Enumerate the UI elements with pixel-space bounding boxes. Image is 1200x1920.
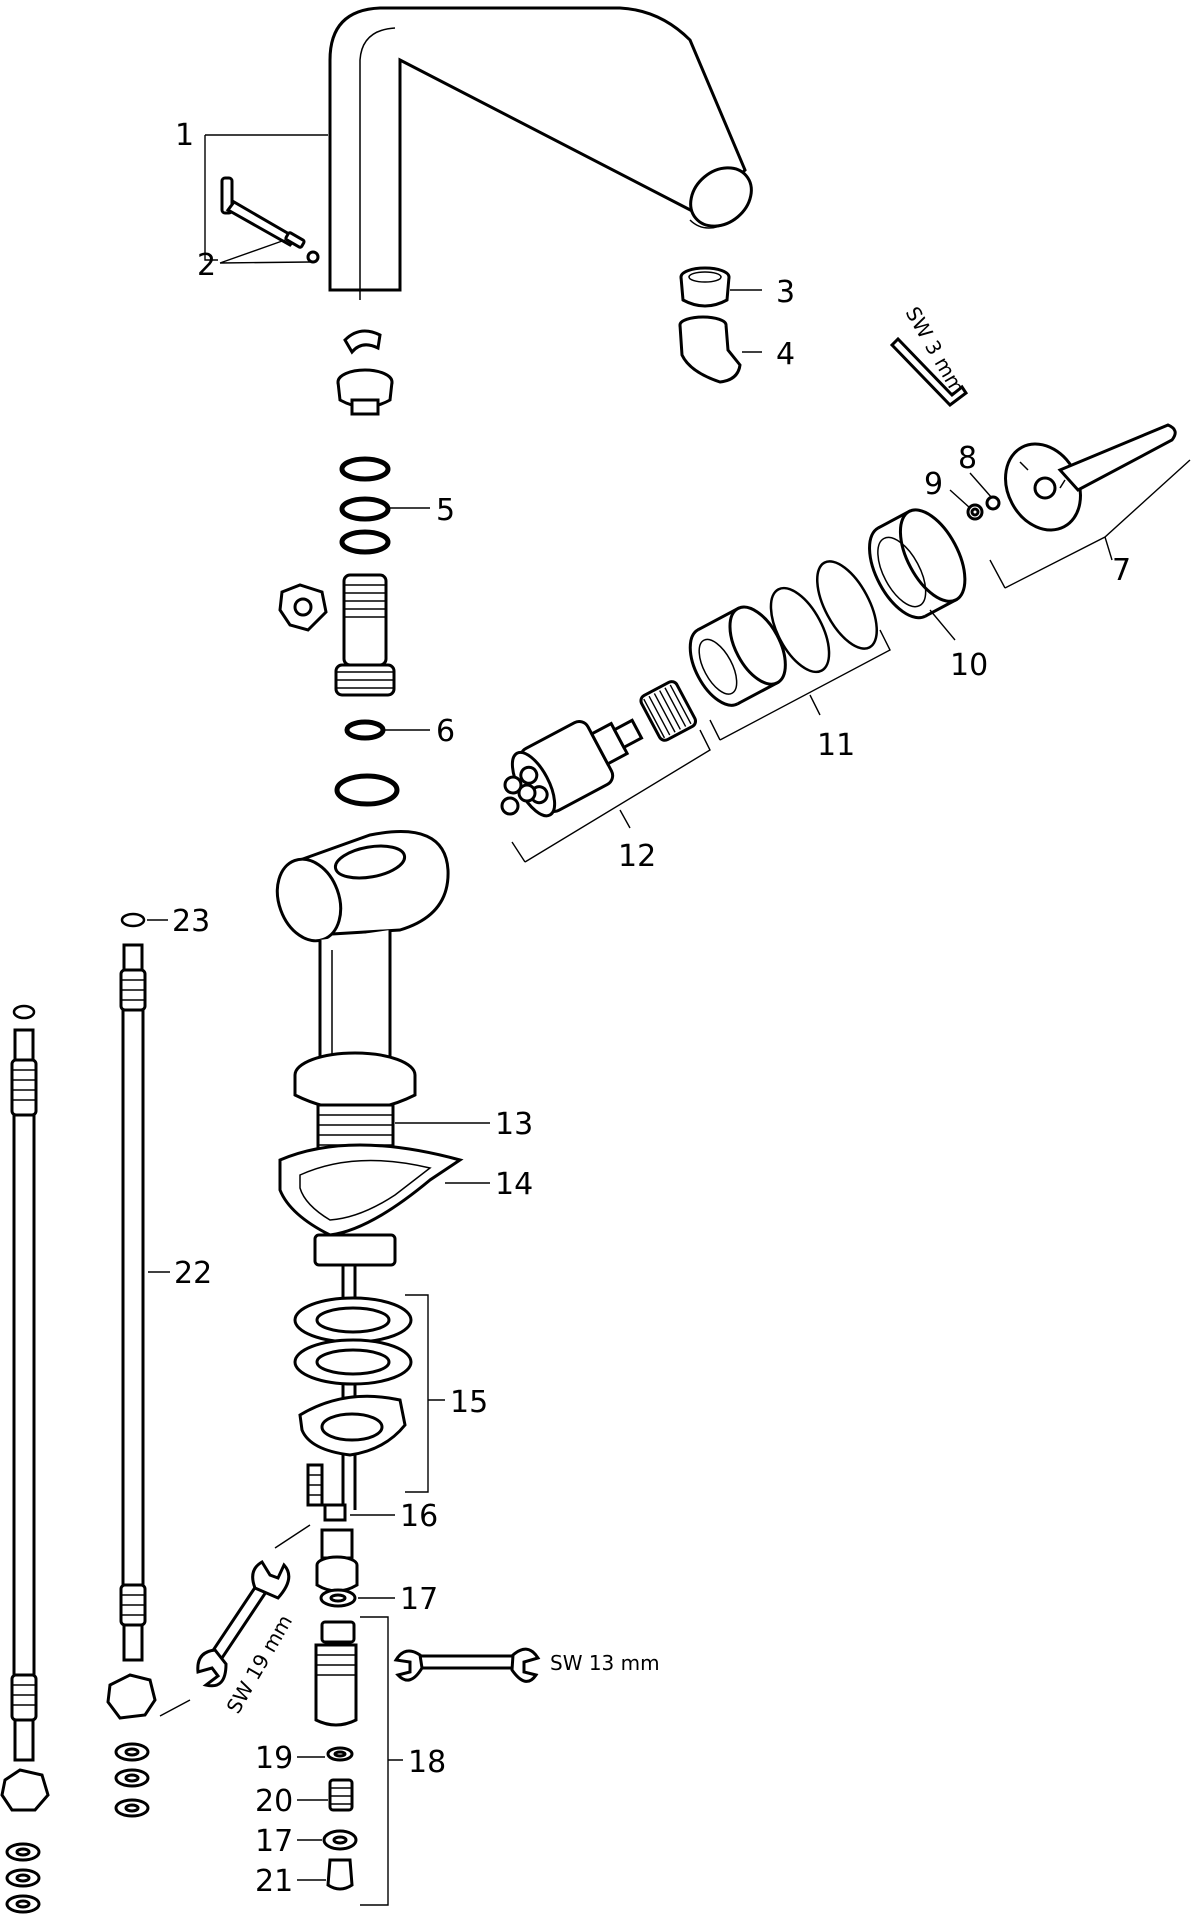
label-12: 12 bbox=[618, 839, 656, 874]
wrench-13mm-label: SW 13 mm bbox=[550, 1651, 660, 1675]
washers-left bbox=[5, 1842, 41, 1914]
washer-part-17-upper bbox=[319, 1588, 357, 1608]
snap-ring bbox=[334, 773, 400, 807]
washers-right bbox=[114, 1742, 150, 1818]
label-23: 23 bbox=[172, 904, 210, 939]
hose-left bbox=[10, 1004, 38, 1762]
mounting-plate-part-14 bbox=[278, 1143, 464, 1267]
cartridge-part-12 bbox=[500, 718, 644, 818]
label-4: 4 bbox=[776, 337, 795, 372]
label-3: 3 bbox=[776, 275, 795, 310]
lever-rod-part-2 bbox=[220, 176, 320, 264]
spout-part-1 bbox=[328, 6, 753, 300]
washer-part-17-lower bbox=[322, 1829, 358, 1851]
label-18: 18 bbox=[408, 1745, 446, 1780]
label-8: 8 bbox=[958, 441, 977, 476]
spout-clip bbox=[343, 329, 382, 355]
spout-clip-side bbox=[278, 583, 328, 632]
aerator-part-3 bbox=[679, 266, 731, 308]
label-20: 20 bbox=[255, 1784, 293, 1819]
cartridge-nut bbox=[639, 680, 698, 742]
hex-nut-right bbox=[106, 1673, 157, 1720]
label-14: 14 bbox=[495, 1167, 533, 1202]
part-labels: 1 2 3 4 5 6 7 8 9 10 11 12 13 14 15 16 1… bbox=[172, 118, 1131, 1899]
leader-lines bbox=[147, 134, 1191, 1906]
hex-nut-left bbox=[0, 1768, 50, 1812]
label-1: 1 bbox=[175, 118, 194, 153]
handle-part-7 bbox=[1004, 423, 1177, 532]
label-5: 5 bbox=[436, 493, 455, 528]
wrench-19mm-icon bbox=[196, 1559, 291, 1688]
spring-clip-part-16 bbox=[306, 1463, 347, 1522]
label-19: 19 bbox=[255, 1741, 293, 1776]
screw-part-8 bbox=[985, 495, 1001, 511]
label-6: 6 bbox=[436, 714, 455, 749]
stopper-part-21 bbox=[326, 1858, 354, 1891]
label-2: 2 bbox=[197, 248, 216, 283]
label-15: 15 bbox=[450, 1385, 488, 1420]
washer-part-19 bbox=[326, 1746, 354, 1762]
check-valve-part-20 bbox=[328, 1778, 354, 1812]
label-17-lower: 17 bbox=[255, 1824, 293, 1859]
connector-part-18 bbox=[314, 1620, 358, 1727]
aerator-housing-part-4 bbox=[678, 315, 742, 384]
label-22: 22 bbox=[174, 1256, 212, 1291]
label-21: 21 bbox=[255, 1864, 293, 1899]
hex-nut bbox=[315, 1528, 359, 1593]
label-9: 9 bbox=[924, 467, 943, 502]
spout-insert-pipe bbox=[334, 573, 396, 697]
spout-connector bbox=[336, 368, 394, 416]
cap-part-10 bbox=[868, 508, 967, 620]
o-rings-part-5 bbox=[339, 456, 391, 555]
faucet-body bbox=[275, 830, 450, 1112]
hose-right-part-22 bbox=[119, 912, 147, 1662]
label-7: 7 bbox=[1112, 553, 1131, 588]
label-13: 13 bbox=[495, 1107, 533, 1142]
o-ring-part-6 bbox=[344, 719, 386, 741]
label-11: 11 bbox=[817, 728, 855, 763]
screw-part-9 bbox=[966, 503, 984, 521]
housing-o-rings bbox=[769, 560, 879, 674]
washers-part-15 bbox=[293, 1296, 413, 1457]
wrench-13mm-icon bbox=[393, 1647, 541, 1683]
label-16: 16 bbox=[400, 1499, 438, 1534]
label-17-upper: 17 bbox=[400, 1582, 438, 1617]
label-10: 10 bbox=[950, 648, 988, 683]
housing-part-11 bbox=[688, 605, 787, 707]
hex-key-icon bbox=[889, 336, 969, 407]
